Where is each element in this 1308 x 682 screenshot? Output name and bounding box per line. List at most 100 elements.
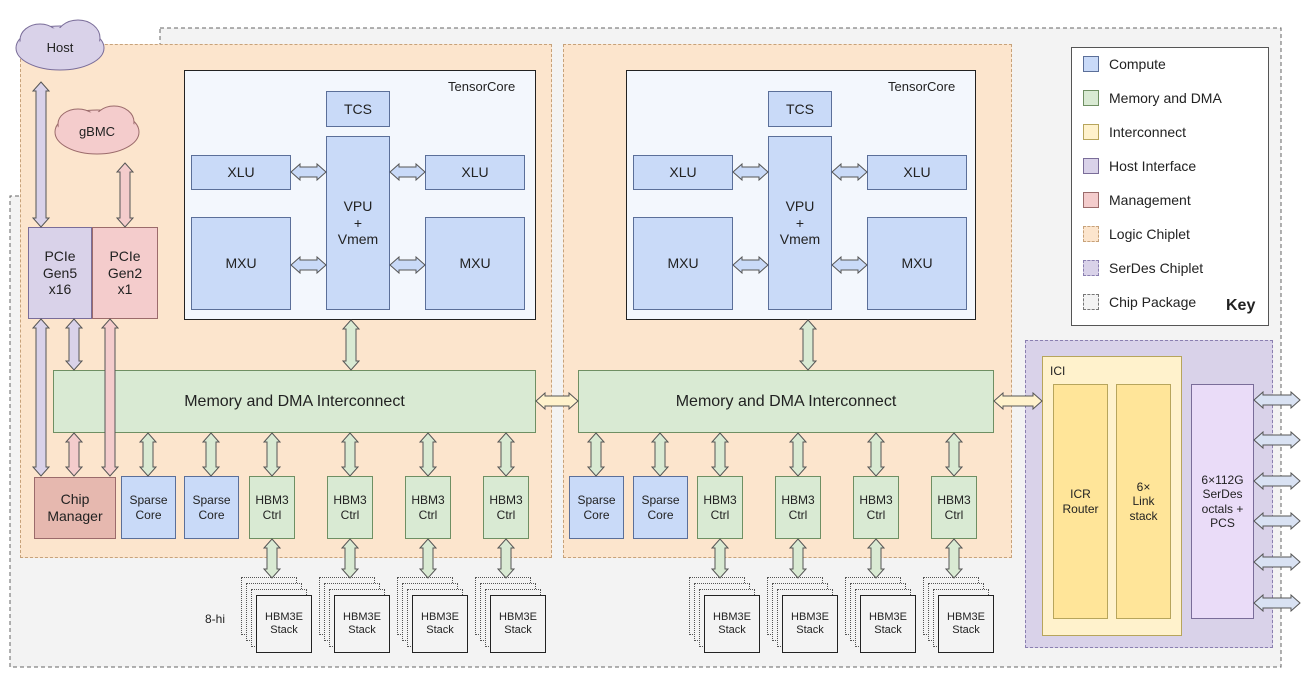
key-item: Memory and DMA	[1083, 90, 1222, 106]
interconnect-down-arrow	[788, 432, 808, 477]
interconnect-down-arrow	[201, 432, 221, 477]
pcie-chipmgr-arrow	[31, 318, 51, 477]
ctrl-stack-arrow	[418, 538, 438, 579]
key-item: Management	[1083, 192, 1191, 208]
xlu-right-b: XLU	[867, 155, 967, 190]
serdes-io-arrow	[1253, 511, 1301, 531]
serdes-io-arrow	[1253, 593, 1301, 613]
mxu-right-a: MXU	[633, 217, 733, 310]
xlu-left-b: XLU	[425, 155, 525, 190]
ici-title: ICI	[1050, 364, 1066, 378]
interconnect-chipmgr-arrow	[64, 432, 84, 477]
key-swatch	[1083, 192, 1099, 208]
ctrl-stack-arrow	[866, 538, 886, 579]
host-cloud	[15, 19, 105, 71]
ctrl-stack-arrow	[496, 538, 516, 579]
sparse-core-2: Sparse Core	[184, 476, 239, 539]
tensorcore-left-interconnect-arrow	[341, 319, 361, 371]
hbm-ctrl-6: HBM3 Ctrl	[775, 476, 821, 539]
mxu-right-b: MXU	[867, 217, 967, 310]
key-swatch	[1083, 158, 1099, 174]
interconnect-down-arrow	[496, 432, 516, 477]
host-pcie-arrow	[31, 81, 51, 228]
hbm-ctrl-4: HBM3 Ctrl	[483, 476, 529, 539]
ctrl-stack-arrow	[944, 538, 964, 579]
ctrl-stack-arrow	[262, 538, 282, 579]
serdes-io-arrow	[1253, 430, 1301, 450]
pcie-interconnect-arrow	[64, 318, 84, 371]
vpu-right: VPU + Vmem	[768, 136, 832, 310]
hbm-stack-4: HBM3E Stack	[490, 595, 546, 653]
key-swatch	[1083, 90, 1099, 106]
hbm-stack-5: HBM3E Stack	[704, 595, 760, 653]
xlu-right-a: XLU	[633, 155, 733, 190]
serdes-io-arrow	[1253, 552, 1301, 572]
key-item: Chip Package	[1083, 294, 1196, 310]
key-label: Chip Package	[1109, 294, 1197, 310]
key-swatch	[1083, 124, 1099, 140]
vpu-xlu-arrow	[831, 162, 868, 182]
key-label: Interconnect	[1109, 124, 1187, 140]
memory-dma-interconnect-right: Memory and DMA Interconnect	[578, 370, 994, 433]
interconnect-down-arrow	[650, 432, 670, 477]
interconnect-down-arrow	[138, 432, 158, 477]
key-item: Host Interface	[1083, 158, 1196, 174]
interconnect-ici-arrow	[993, 391, 1043, 411]
sparse-core-4: Sparse Core	[633, 476, 688, 539]
hbm-ctrl-2: HBM3 Ctrl	[327, 476, 373, 539]
link-stack: 6× Link stack	[1116, 384, 1171, 619]
interconnect-down-arrow	[262, 432, 282, 477]
tensorcore-right-title: TensorCore	[888, 79, 956, 94]
key-panel	[1071, 47, 1269, 326]
sparse-core-3: Sparse Core	[569, 476, 624, 539]
key-swatch	[1083, 226, 1099, 242]
xlu-vpu-arrow	[732, 162, 769, 182]
key-item: Logic Chiplet	[1083, 226, 1190, 242]
interconnect-down-arrow	[586, 432, 606, 477]
gbmc-cloud	[54, 105, 140, 155]
stack-height-label: 8-hi	[205, 612, 226, 626]
hbm-stack-6: HBM3E Stack	[782, 595, 838, 653]
hbm-stack-8: HBM3E Stack	[938, 595, 994, 653]
key-swatch	[1083, 260, 1099, 276]
key-label: SerDes Chiplet	[1109, 260, 1204, 276]
ctrl-stack-arrow	[710, 538, 730, 579]
key-label: Host Interface	[1109, 158, 1197, 174]
key-title: Key	[1226, 297, 1256, 314]
mxu-vpu-arrow	[732, 255, 769, 275]
hbm-ctrl-8: HBM3 Ctrl	[931, 476, 977, 539]
interconnect-link-arrow	[535, 391, 579, 411]
interconnect-down-arrow	[866, 432, 886, 477]
interconnect-down-arrow	[710, 432, 730, 477]
gbmc-label: gBMC	[78, 124, 116, 139]
hbm-stack-3: HBM3E Stack	[412, 595, 468, 653]
serdes-octals: 6×112G SerDes octals + PCS	[1191, 384, 1254, 619]
key-swatch	[1083, 294, 1099, 310]
hbm-stack-7: HBM3E Stack	[860, 595, 916, 653]
mxu-left-b: MXU	[425, 217, 525, 310]
key-item: SerDes Chiplet	[1083, 260, 1203, 276]
vpu-left: VPU + Vmem	[326, 136, 390, 310]
chip-manager-block: Chip Manager	[34, 477, 116, 539]
pcie-gen2-block: PCIe Gen2 x1	[92, 227, 158, 319]
hbm-ctrl-5: HBM3 Ctrl	[697, 476, 743, 539]
vpu-mxu-arrow	[389, 255, 426, 275]
tensorcore-right-interconnect-arrow	[798, 319, 818, 371]
interconnect-down-arrow	[944, 432, 964, 477]
tcs-right: TCS	[768, 91, 832, 127]
hbm-ctrl-3: HBM3 Ctrl	[405, 476, 451, 539]
memory-dma-interconnect-left: Memory and DMA Interconnect	[53, 370, 536, 433]
mxu-left-a: MXU	[191, 217, 291, 310]
mxu-vpu-arrow	[290, 255, 327, 275]
hbm-stack-2: HBM3E Stack	[334, 595, 390, 653]
tensorcore-left-title: TensorCore	[448, 79, 516, 94]
gbmc-pcie-arrow	[115, 162, 135, 228]
key-item: Interconnect	[1083, 124, 1186, 140]
ctrl-stack-arrow	[340, 538, 360, 579]
xlu-left-a: XLU	[191, 155, 291, 190]
hbm-stack-1: HBM3E Stack	[256, 595, 312, 653]
pcie-gen5-block: PCIe Gen5 x16	[28, 227, 92, 319]
